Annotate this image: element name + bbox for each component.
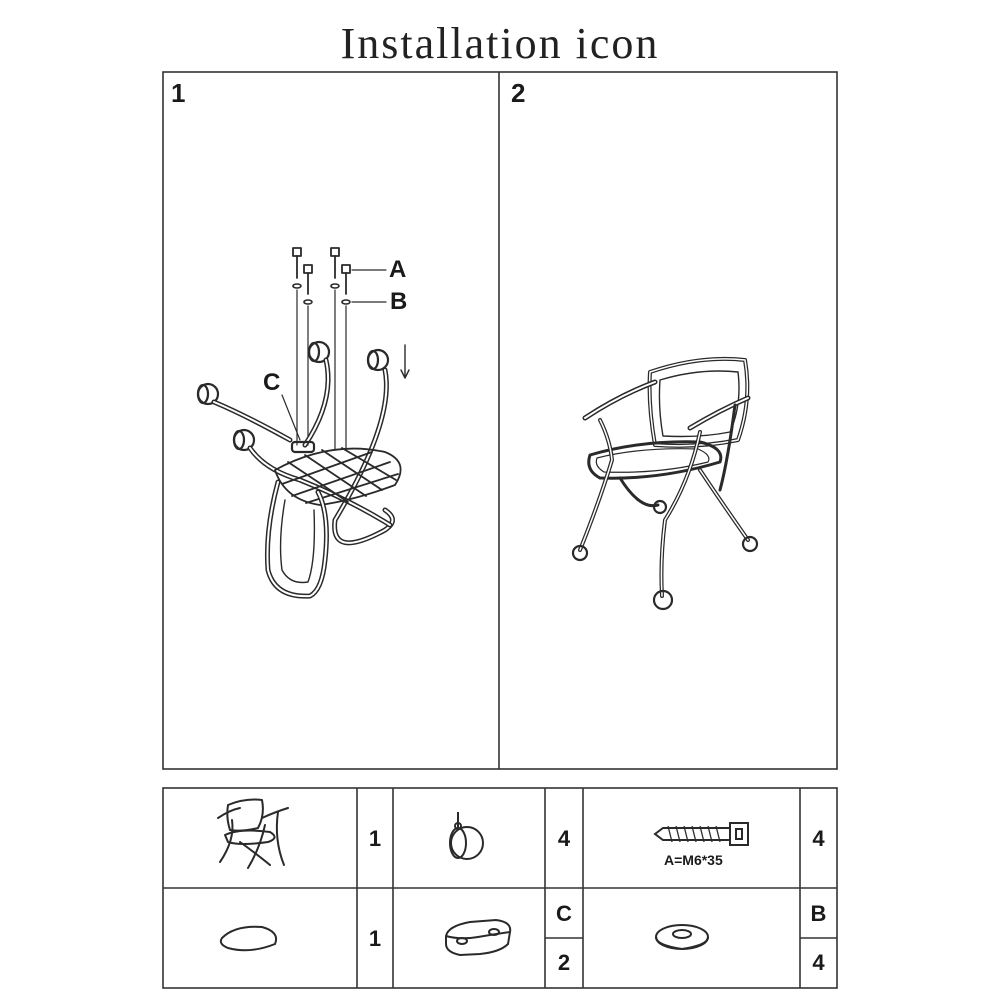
callout-c: C bbox=[263, 369, 281, 396]
caster-icon bbox=[449, 812, 484, 860]
screw-icon bbox=[292, 247, 351, 295]
part-label-connector: C bbox=[556, 901, 572, 926]
page-title: Installation icon bbox=[340, 19, 660, 68]
connector-icon bbox=[290, 440, 316, 454]
part-label-washer: B bbox=[810, 901, 827, 926]
washer-icon bbox=[655, 924, 709, 951]
caster-icon bbox=[571, 499, 759, 611]
part-qty-bolt: 4 bbox=[812, 826, 825, 851]
part-qty-washer: 4 bbox=[812, 950, 825, 975]
chair-frame-icon bbox=[217, 798, 289, 869]
part-qty-chair-frame: 1 bbox=[368, 826, 382, 851]
callout-b: B bbox=[390, 288, 408, 315]
step-number-2: 2 bbox=[511, 78, 526, 108]
caster-icon bbox=[196, 340, 390, 452]
part-qty-caster: 4 bbox=[557, 826, 571, 851]
bolt-spec: A=M6*35 bbox=[664, 852, 723, 868]
arrow-down-icon bbox=[400, 344, 410, 379]
step2-chair-drawing bbox=[571, 356, 759, 611]
seat-plate-icon bbox=[219, 925, 278, 952]
step1-assembly-drawing bbox=[196, 247, 410, 599]
step-panels bbox=[162, 71, 838, 770]
part-qty-connector: 2 bbox=[557, 950, 571, 975]
part-qty-seat-plate: 1 bbox=[368, 926, 382, 951]
step-number-1: 1 bbox=[171, 78, 186, 108]
bolt-icon bbox=[653, 822, 749, 846]
callout-a: A bbox=[389, 256, 407, 283]
seat-grid bbox=[274, 447, 402, 506]
steps-frame bbox=[162, 71, 838, 770]
washer-icon bbox=[292, 283, 351, 305]
connector-icon bbox=[445, 918, 512, 957]
parts-table bbox=[162, 787, 838, 989]
